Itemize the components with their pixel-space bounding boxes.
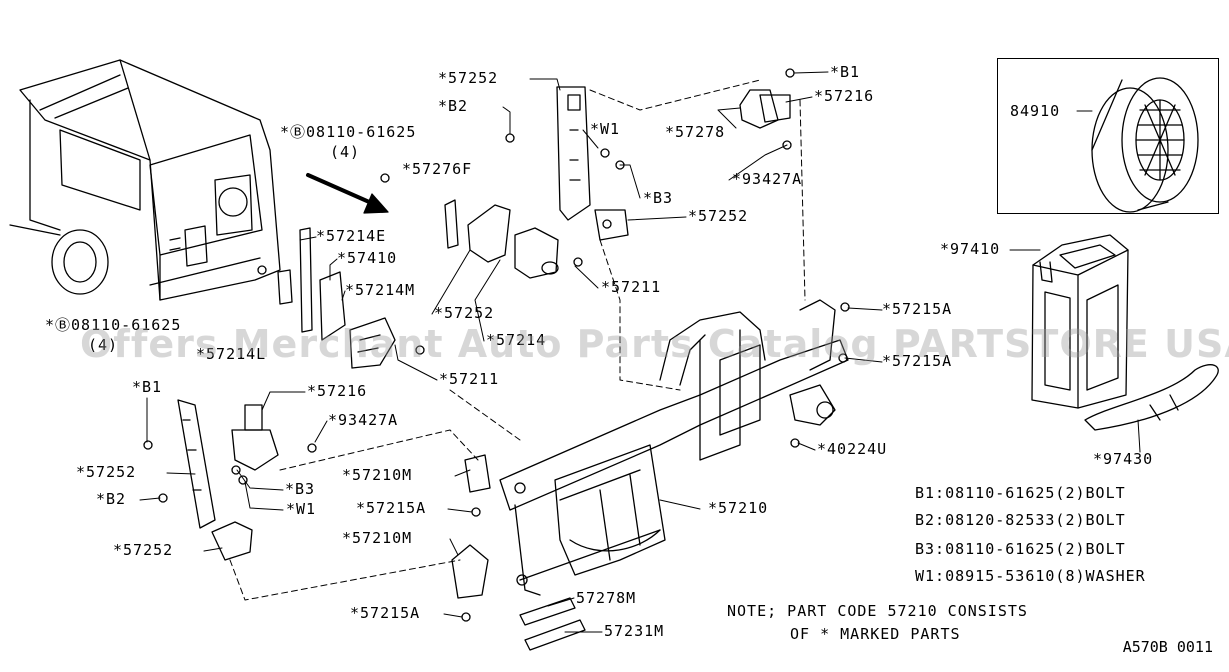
direction-arrow	[306, 173, 389, 214]
note-line-1: NOTE; PART CODE 57210 CONSISTS	[727, 602, 1028, 620]
part-label-57215a-2: *57215A	[882, 352, 953, 370]
part-label-57252-top: *57252	[438, 69, 499, 87]
vehicle-rear-drawing	[9, 59, 281, 301]
part-label-57214e: *57214E	[316, 227, 387, 245]
lower-left-bracket	[143, 399, 317, 561]
part-label-08110-a: *Ⓑ08110-61625	[280, 123, 417, 141]
part-label-57210m-1: *57210M	[342, 466, 413, 484]
part-label-b1-top: *B1	[830, 63, 861, 81]
water-can-drawing	[1031, 234, 1129, 409]
part-label-97410: *97410	[940, 240, 1001, 258]
part-label-40224u: *40224U	[817, 440, 888, 458]
part-label-57276f: *57276F	[402, 160, 473, 178]
part-label-57252-mid: *57252	[688, 207, 749, 225]
part-label-97430: *97430	[1093, 450, 1154, 468]
part-label-57278m: 57278M	[576, 589, 637, 607]
part-label-w1-top: *W1	[590, 120, 621, 138]
mid-bracket-assembly	[380, 173, 583, 279]
part-label-57211-top: *57211	[601, 278, 662, 296]
part-label-57410: *57410	[337, 249, 398, 267]
emblem-inset-box	[997, 58, 1219, 214]
inset-part-label: 84910	[1010, 102, 1061, 120]
part-label-57216-lft: *57216	[307, 382, 368, 400]
part-label-b2-top: *B2	[438, 97, 469, 115]
part-label-57215a-4: *57215A	[350, 604, 421, 622]
part-label-93427a-top: *93427A	[732, 170, 803, 188]
part-label-b3-top: *B3	[643, 189, 674, 207]
part-label-57214l: *57214L	[196, 345, 267, 363]
part-label-57210: *57210	[708, 499, 769, 517]
part-label-57252-lft: *57252	[76, 463, 137, 481]
leader-lines	[139, 71, 1141, 633]
part-label-57252-lwr: *57252	[434, 304, 495, 322]
spare-carrier-frame	[499, 299, 850, 596]
part-label-57214m: *57214M	[345, 281, 416, 299]
dashed-leader-lines	[229, 79, 806, 601]
part-label-08110-b: *Ⓑ08110-61625	[45, 316, 182, 334]
part-label-b3-lft: *B3	[285, 480, 316, 498]
upper-bracket-assembly	[505, 68, 795, 241]
part-label-57252-bot: *57252	[113, 541, 174, 559]
part-label-b1-lft: *B1	[132, 378, 163, 396]
legend-item-b1: B1:08110-61625(2)BOLT	[915, 484, 1126, 502]
legend-item-b3: B3:08110-61625(2)BOLT	[915, 540, 1126, 558]
part-label-qty4b: (4)	[88, 336, 119, 354]
part-label-57210m-2: *57210M	[342, 529, 413, 547]
part-label-57231m: 57231M	[604, 622, 665, 640]
part-label-57214: *57214	[486, 331, 547, 349]
left-hinge-assembly	[257, 227, 425, 369]
watermark-text: Offers Merchant Auto Parts Catalog PARTS…	[80, 322, 1229, 366]
strap-drawing	[1084, 364, 1219, 431]
part-label-93427a-lft: *93427A	[328, 411, 399, 429]
part-label-w1-lft: *W1	[286, 500, 317, 518]
legend-item-w1: W1:08915-53610(8)WASHER	[915, 567, 1146, 585]
part-label-57215a-3: *57215A	[356, 499, 427, 517]
legend-item-b2: B2:08120-82533(2)BOLT	[915, 511, 1126, 529]
note-line-2: OF * MARKED PARTS	[790, 625, 961, 643]
part-label-57211-mid: *57211	[439, 370, 500, 388]
diagram-reference-code: A570B 0011	[1122, 638, 1213, 656]
part-label-57216-top: *57216	[814, 87, 875, 105]
part-label-57278-top: *57278	[665, 123, 726, 141]
part-label-b2-lft: *B2	[96, 490, 127, 508]
emblem-badge-drawing	[1091, 77, 1199, 213]
part-label-qty4: (4)	[330, 143, 361, 161]
part-label-57215a-1: *57215A	[882, 300, 953, 318]
